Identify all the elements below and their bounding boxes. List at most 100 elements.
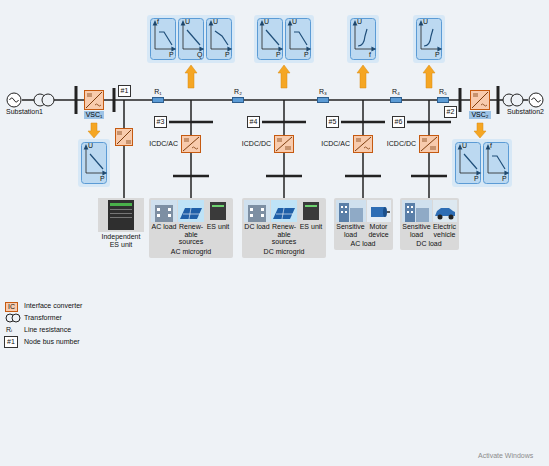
source-circle xyxy=(7,93,21,107)
picture-part xyxy=(411,211,413,213)
load-item: DC load xyxy=(244,200,270,231)
picture-part xyxy=(210,202,226,220)
picture-part xyxy=(110,213,132,214)
legend-text: Transformer xyxy=(24,312,62,324)
legend-text: Node bus number xyxy=(24,336,80,348)
droop-curve xyxy=(424,29,433,46)
picture-part xyxy=(416,208,429,222)
legend-row: Line resistance xyxy=(24,324,82,336)
sens-picture xyxy=(402,200,432,222)
converter-box xyxy=(181,135,201,153)
legend-row: Transformer xyxy=(24,312,82,324)
converter-outline xyxy=(85,91,104,110)
transformer-coil xyxy=(511,94,523,106)
node-text: #2 xyxy=(447,108,455,116)
picture-part xyxy=(155,205,173,222)
droop-curve xyxy=(215,31,228,45)
load-item: Renew-able sources xyxy=(271,200,297,246)
droop-curve xyxy=(294,32,307,45)
dc-mark xyxy=(285,147,291,149)
node-text: AC load xyxy=(152,223,177,231)
converter-symbol xyxy=(181,135,201,153)
watermark: Activate Windows xyxy=(478,452,533,460)
node-text: AC microgrid xyxy=(171,248,211,256)
bus-bar xyxy=(76,86,498,114)
picture-part xyxy=(261,208,264,211)
group-row: Sensitive loadMotor device xyxy=(336,200,391,238)
plot-frame-use xyxy=(456,143,481,184)
node-text: Electric vehicle xyxy=(433,223,457,238)
solar-panel xyxy=(180,208,202,219)
up-arrow xyxy=(357,65,369,88)
picture-part xyxy=(407,206,409,208)
converter-box xyxy=(116,129,133,146)
motor-picture xyxy=(367,200,391,222)
load-group: AC loadRenew-able sourcesES unit AC micro… xyxy=(149,198,233,258)
picture-part xyxy=(271,200,297,222)
bus-number: #2 xyxy=(444,106,458,118)
droop-plot xyxy=(179,19,204,60)
resistor-symbol xyxy=(232,97,244,103)
down-arrow xyxy=(88,123,100,138)
es-picture xyxy=(298,200,324,222)
picture-part xyxy=(250,214,253,217)
bus-number: #4 xyxy=(247,116,261,128)
picture-part xyxy=(157,208,160,211)
dc-mark xyxy=(117,132,131,143)
control-arrows xyxy=(88,65,486,138)
solar-panel xyxy=(273,208,295,219)
bus-number: #5 xyxy=(326,116,340,128)
node-text: ES unit xyxy=(300,223,323,231)
axis-label: Q xyxy=(197,51,202,59)
group-row: DC loadRenew-able sourcesES unit xyxy=(244,200,324,246)
node-text: VSC₁ xyxy=(84,111,105,119)
picture-part xyxy=(411,206,413,208)
picture-part xyxy=(405,203,415,222)
axis-label: P xyxy=(169,51,174,59)
converter-box xyxy=(274,135,294,153)
converter-outline xyxy=(471,91,490,110)
load-item: Renew-able sources xyxy=(178,200,204,246)
node-text: DC load xyxy=(416,240,441,248)
node-text: ICDC/AC xyxy=(149,140,178,148)
node-text: #5 xyxy=(329,118,337,126)
dc-mark xyxy=(422,139,427,141)
es-unit: Independent ES unit xyxy=(98,198,144,248)
bus-bar xyxy=(173,175,447,178)
node-text: ICDC/DC xyxy=(387,140,416,148)
picture-part xyxy=(341,206,343,208)
picture-part xyxy=(98,198,144,232)
picture-part xyxy=(433,200,457,222)
plot-frame-use xyxy=(351,19,376,60)
plot-frame-use xyxy=(484,143,509,184)
picture-part xyxy=(371,207,385,217)
converter-outline xyxy=(354,136,373,153)
droop-plot xyxy=(82,143,107,184)
line-resistance: R₁ xyxy=(152,88,164,103)
power-line xyxy=(244,99,317,101)
resistor-symbol xyxy=(152,97,164,103)
picture-part xyxy=(168,214,171,217)
line-resistance: R₃ xyxy=(317,88,329,103)
converter-diagonal xyxy=(86,92,102,108)
axis-label: U xyxy=(357,18,362,26)
axis-label: U xyxy=(292,18,297,26)
droop-plots xyxy=(82,19,509,184)
node-text: ES unit xyxy=(207,223,230,231)
node-text: Independent ES unit xyxy=(98,233,144,248)
picture-part xyxy=(341,211,343,213)
axis-label: U xyxy=(462,142,467,150)
picture-part xyxy=(110,217,132,218)
plot-group xyxy=(254,15,314,63)
ren-picture xyxy=(271,200,297,222)
bus-number: #3 xyxy=(154,116,168,128)
node-text: R₃ xyxy=(319,88,327,96)
dc-mark xyxy=(184,139,189,141)
converter-outline xyxy=(275,136,294,153)
load-item: ES unit xyxy=(205,200,231,231)
node-text: Substation1 xyxy=(6,108,43,116)
axis-label: f xyxy=(157,18,159,26)
droop-curve xyxy=(90,154,103,169)
